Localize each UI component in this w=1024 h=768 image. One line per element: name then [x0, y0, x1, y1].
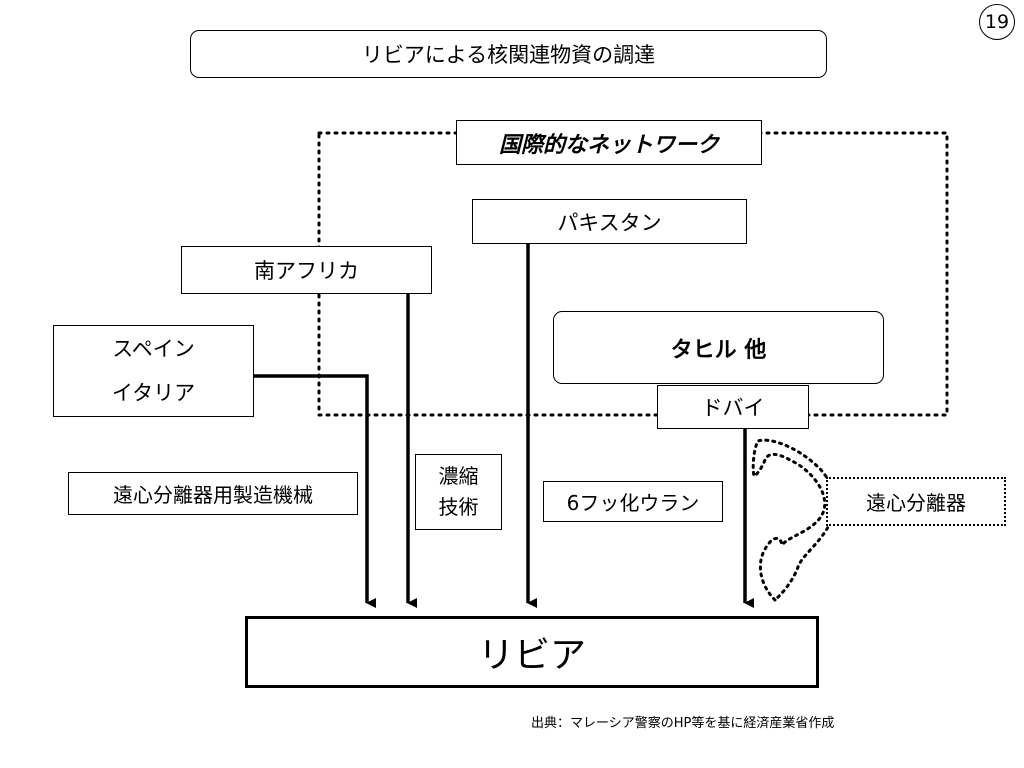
enrichment-tech-label: 濃縮 技術: [415, 454, 502, 530]
spain-italy-node: スペイン イタリア: [53, 325, 254, 417]
pakistan-node: パキスタン: [472, 199, 747, 244]
spain-italy-to-libya-arrow: [254, 374, 376, 608]
centrifuge-equipment-label: 遠心分離器用製造機械: [68, 472, 358, 515]
network-label: 国際的なネットワーク: [456, 120, 762, 165]
page-title: リビアによる核関連物資の調達: [190, 30, 827, 78]
spain-label: スペイン: [112, 337, 195, 361]
south-africa-node: 南アフリカ: [181, 246, 432, 294]
centrifuge-label: 遠心分離器: [826, 477, 1006, 526]
tahir-node: タヒル 他: [553, 311, 884, 384]
page-number: 19: [979, 4, 1015, 40]
enrichment-line-2: 技術: [438, 495, 479, 519]
uf6-label: 6フッ化ウラン: [543, 481, 723, 522]
source-note: 出典：マレーシア警察のHP等を基に経済産業省作成: [531, 716, 835, 731]
enrichment-line-1: 濃縮: [438, 464, 479, 488]
italy-label: イタリア: [111, 381, 196, 405]
centrifuge-dotted-flow: [751, 438, 836, 603]
libya-node: リビア: [245, 616, 819, 688]
dubai-node: ドバイ: [657, 385, 809, 429]
